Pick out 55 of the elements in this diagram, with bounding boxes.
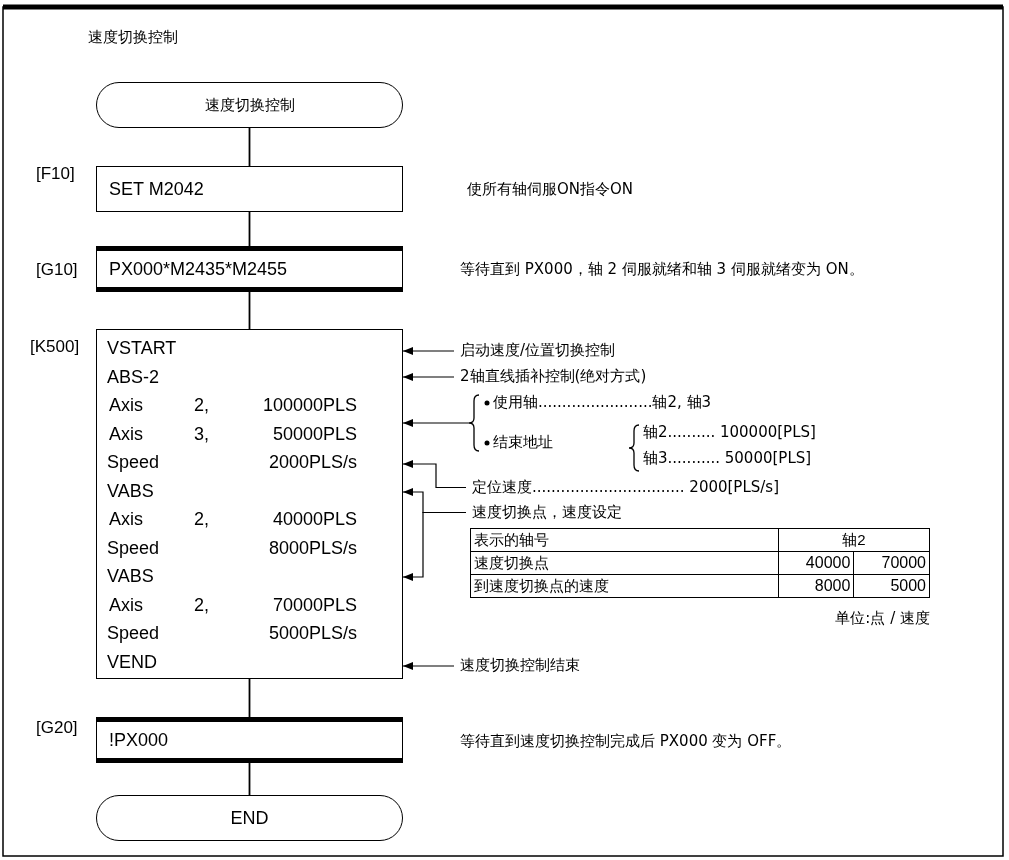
code-line: ABS-2 (107, 366, 161, 389)
connector-line (248, 678, 251, 718)
terminal-box: 速度切换控制 (96, 82, 403, 128)
code-line: VSTART (107, 338, 178, 360)
step-label: [F10] (36, 164, 75, 184)
code-line: VABS (107, 480, 155, 503)
code-line: Speed 5000PLS/s (107, 623, 357, 645)
code-line: Axis 3, 50000PLS (108, 423, 357, 446)
code-line: VABS (107, 566, 155, 588)
comment-text: 使所有轴伺服ON指令ON (467, 180, 634, 199)
arrow (402, 347, 455, 355)
comment-text: 等待直到 PX000，轴 2 伺服就绪和轴 3 伺服就绪变为 ON。 (460, 260, 864, 279)
program-box (96, 329, 403, 679)
annotation-text: 轴2.......... 100000[PLS] (643, 423, 816, 442)
code-line: Axis 2, 100000PLS (108, 395, 357, 417)
arrow (402, 373, 455, 381)
table-header-cell: 表示的轴号 (470, 528, 779, 552)
step-label: [G10] (36, 260, 78, 280)
table-cell: 5000 (853, 574, 930, 598)
wait-condition-box: PX000*M2435*M2455 (96, 246, 403, 292)
table-cell: 8000 (778, 574, 854, 598)
connector-line (248, 762, 251, 796)
arrow (402, 511, 467, 581)
table-cell: 到速度切换点的速度 (470, 574, 779, 598)
terminal-box: END (96, 795, 403, 841)
wait-condition-box: !PX000 (96, 717, 403, 763)
title: 速度切换控制 (88, 28, 178, 47)
annotation-text: 定位速度................................ 2000[PLS/s] (472, 478, 780, 497)
code-line: Speed 2000PLS/s (107, 452, 357, 474)
annotation-text: 速度切换控制结束 (460, 656, 580, 675)
annotation-text: 启动速度/位置切换控制 (460, 341, 616, 360)
arrow (402, 460, 467, 489)
table-cell: 速度切换点 (470, 551, 779, 575)
annotation-text: 速度切换点，速度设定 (472, 503, 622, 522)
annotation-text: 轴3........... 50000[PLS] (643, 449, 812, 468)
table-header-cell: 轴2 (778, 528, 930, 552)
connector-line (248, 211, 251, 247)
arrow (402, 662, 455, 670)
step-label: [G20] (36, 718, 78, 738)
table-cell: 70000 (853, 551, 930, 575)
code-line: Axis 2, 40000PLS (108, 509, 357, 531)
arrow (402, 419, 470, 427)
annotation-text: 2轴直线插补控制(绝对方式) (460, 367, 647, 386)
code-line: Speed 8000PLS/s (107, 537, 357, 560)
connector-line (248, 291, 251, 330)
connector-line (248, 127, 251, 167)
process-box: SET M2042 (96, 166, 403, 212)
step-label: [K500] (30, 337, 80, 357)
code-line: VEND (107, 651, 158, 674)
annotation-text: 结束地址 (493, 433, 553, 452)
comment-text: 等待直到速度切换控制完成后 PX000 变为 OFF。 (460, 732, 792, 751)
table-cell: 40000 (778, 551, 854, 575)
unit-note: 单位:点 / 速度 (835, 609, 930, 628)
annotation-text: 使用轴........................轴2, 轴3 (493, 393, 712, 412)
code-line: Axis 2, 70000PLS (108, 594, 357, 617)
